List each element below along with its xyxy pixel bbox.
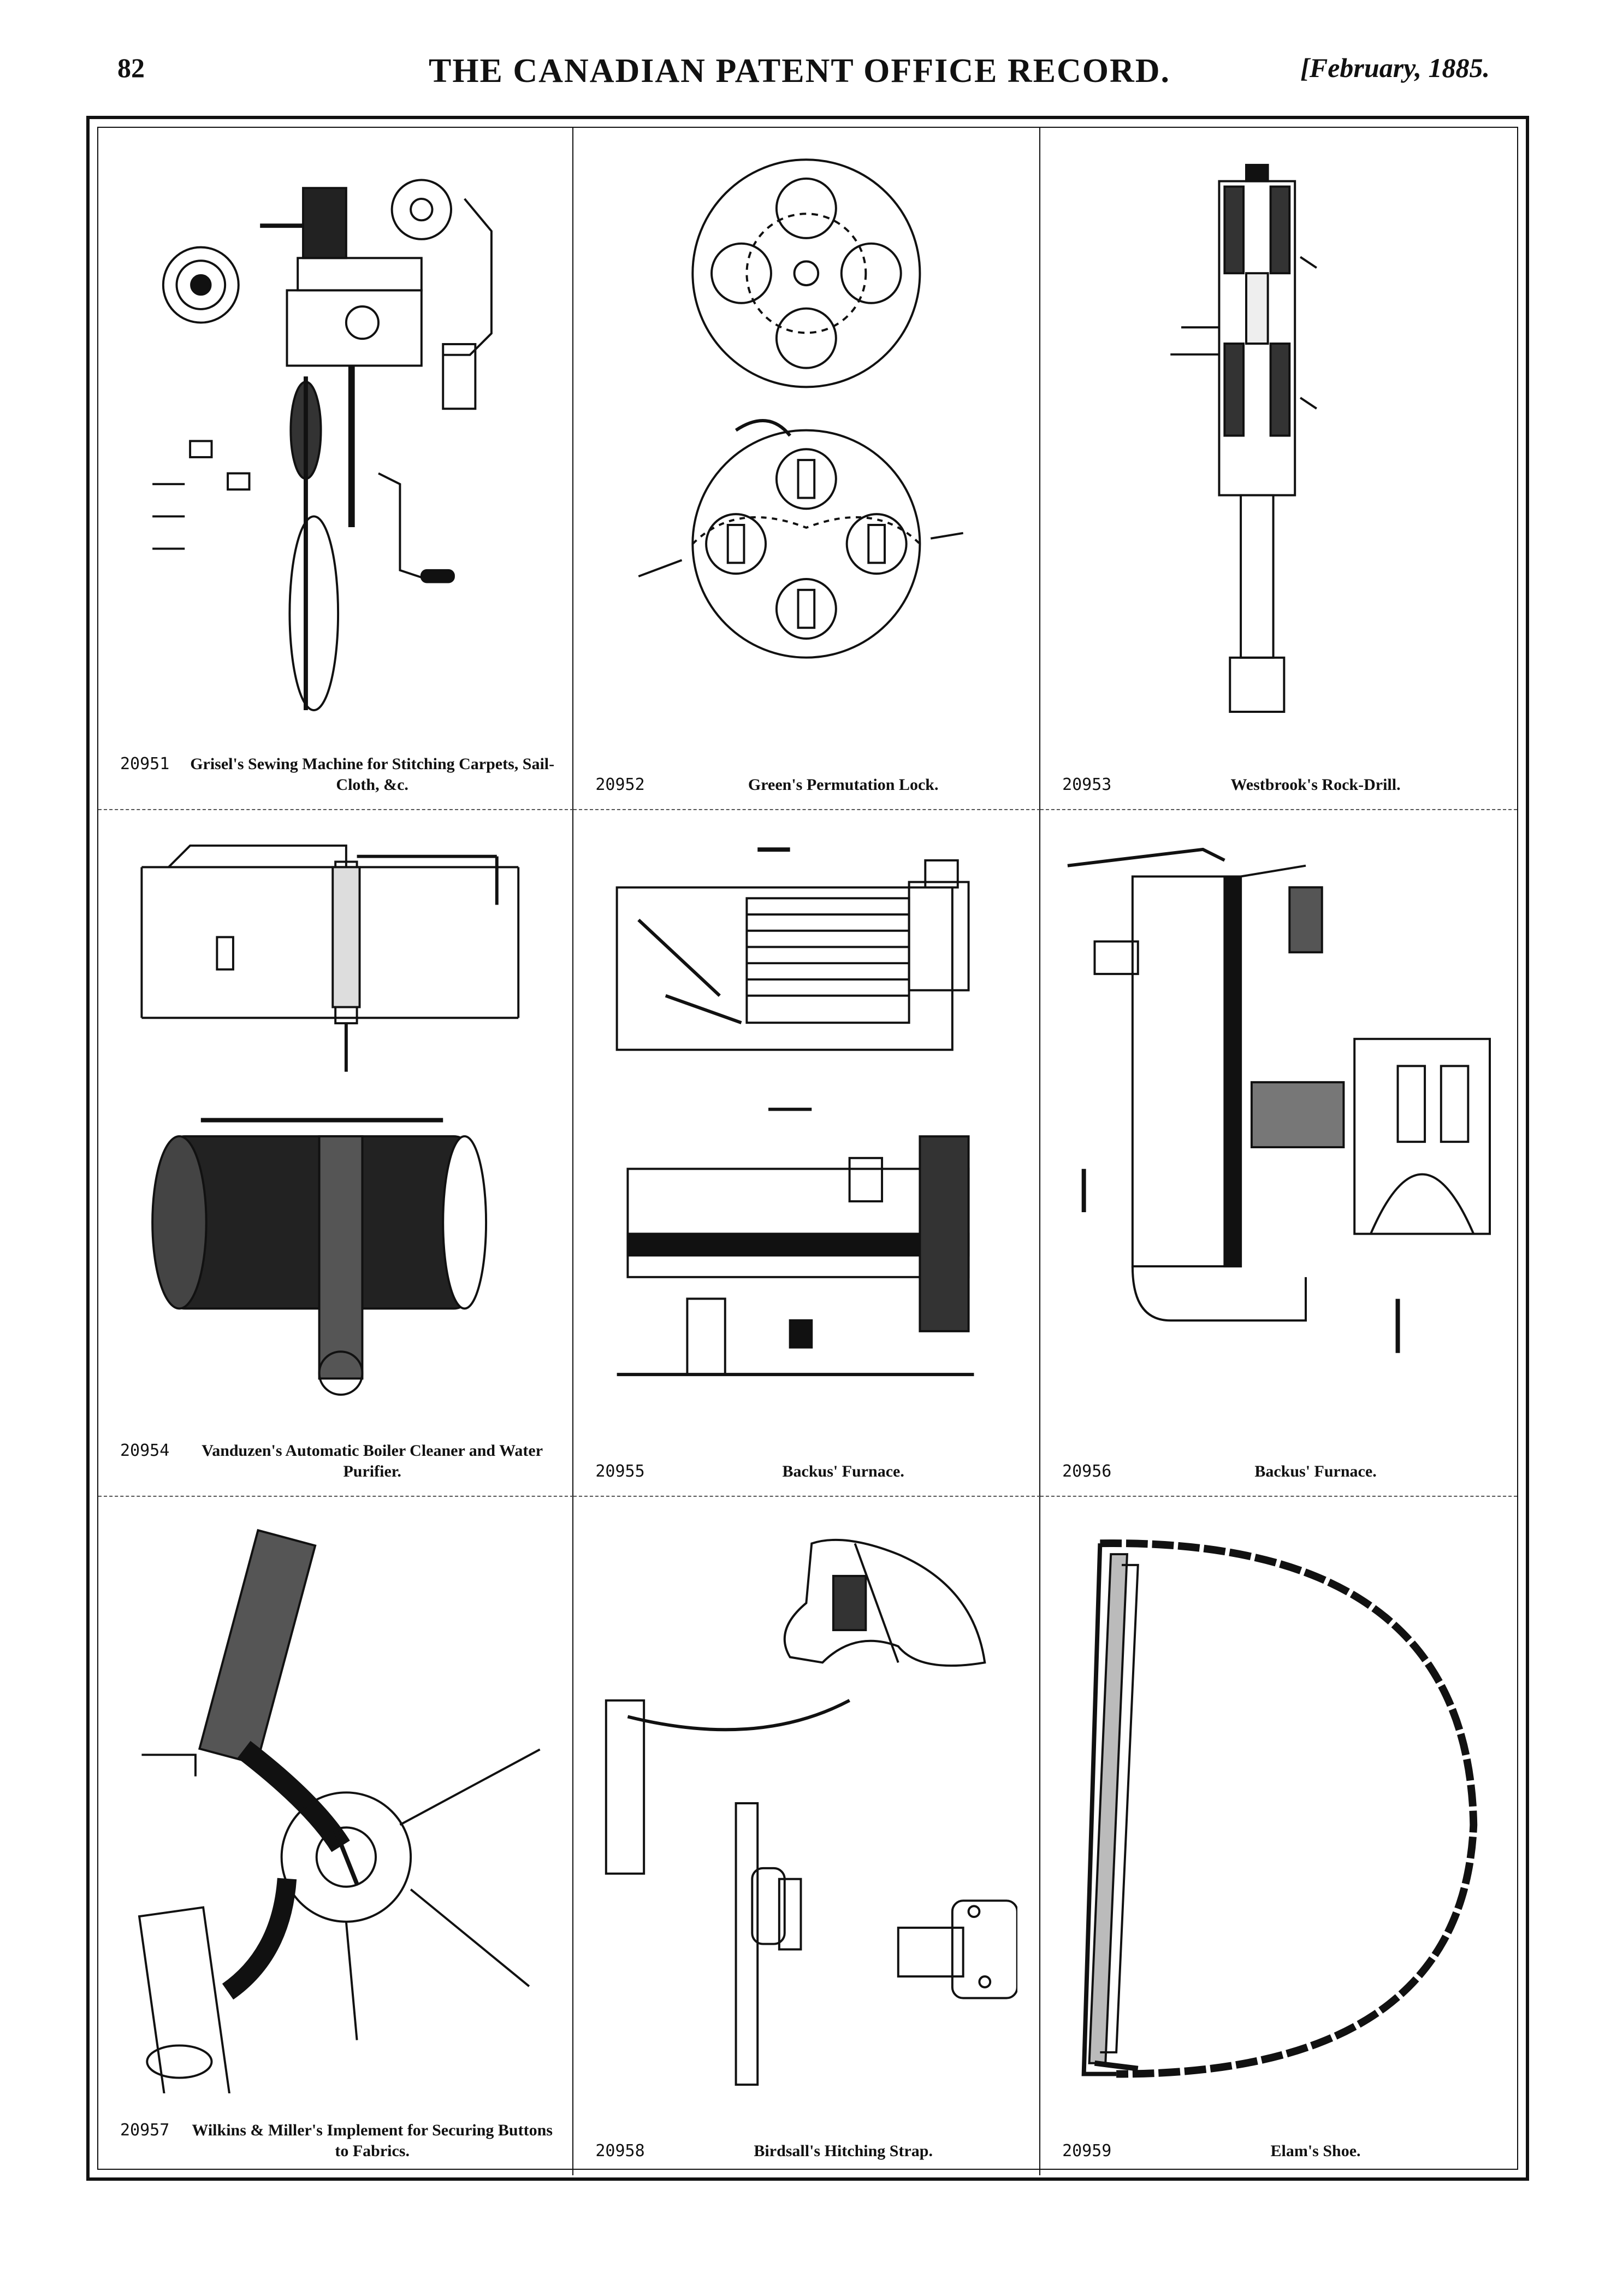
- patent-caption: 20951 Grisel's Sewing Machine for Stitch…: [120, 754, 556, 795]
- patent-title: Green's Permutation Lock.: [748, 776, 939, 794]
- shoe-drawing: [1062, 1513, 1495, 2093]
- patent-caption: 20953 Westbrook's Rock-Drill.: [1062, 775, 1501, 795]
- journal-title: THE CANADIAN PATENT OFFICE RECORD.: [428, 52, 1171, 90]
- patent-title: Elam's Shoe.: [1270, 2142, 1361, 2160]
- patent-caption: 20952 Green's Permutation Lock.: [595, 775, 1023, 795]
- patent-cell-20958: 20958 Birdsall's Hitching Strap.: [573, 1497, 1041, 2175]
- patent-caption: 20955 Backus' Furnace.: [595, 1461, 1023, 1482]
- patent-cell-20953: 20953 Westbrook's Rock-Drill.: [1040, 128, 1517, 810]
- patent-caption: 20957 Wilkins & Miller's Implement for S…: [120, 2120, 556, 2162]
- patent-number: 20959: [1062, 2141, 1112, 2161]
- boiler-cleaner-drawing: [120, 827, 550, 1414]
- patent-cell-20952: 20952 Green's Permutation Lock.: [573, 128, 1041, 810]
- patent-number: 20952: [595, 775, 645, 794]
- page-number: 82: [117, 52, 145, 83]
- sewing-machine-drawing: [120, 144, 550, 727]
- patent-number: 20953: [1062, 775, 1112, 794]
- patent-number: 20951: [120, 754, 170, 774]
- rock-drill-drawing: [1062, 144, 1495, 727]
- patent-grid: 20951 Grisel's Sewing Machine for Stitch…: [98, 128, 1517, 2175]
- patent-title: Wilkins & Miller's Implement for Securin…: [192, 2121, 553, 2160]
- patent-caption: 20956 Backus' Furnace.: [1062, 1461, 1501, 1482]
- furnace-drawing: [595, 827, 1017, 1414]
- patent-title: Westbrook's Rock-Drill.: [1230, 776, 1401, 794]
- patent-number: 20956: [1062, 1462, 1112, 1481]
- hitching-strap-drawing: [595, 1513, 1018, 2093]
- issue-date: [February, 1885.: [1300, 52, 1490, 83]
- patent-number: 20955: [595, 1462, 645, 1481]
- patent-cell-20954: 20954 Vanduzen's Automatic Boiler Cleane…: [98, 810, 574, 1497]
- patent-number: 20958: [595, 2141, 645, 2161]
- patent-caption: 20954 Vanduzen's Automatic Boiler Cleane…: [120, 1441, 556, 1482]
- patent-cell-20957: 20957 Wilkins & Miller's Implement for S…: [98, 1497, 574, 2175]
- patent-number: 20957: [120, 2121, 170, 2140]
- patent-title: Backus' Furnace.: [1254, 1462, 1377, 1480]
- permutation-lock-drawing: [595, 144, 1017, 727]
- patent-title: Grisel's Sewing Machine for Stitching Ca…: [190, 755, 555, 794]
- patent-cell-20956: 20956 Backus' Furnace.: [1040, 810, 1517, 1497]
- patent-cell-20955: 20955 Backus' Furnace.: [573, 810, 1041, 1497]
- patent-cell-20959: 20959 Elam's Shoe.: [1040, 1497, 1517, 2175]
- furnace-section-drawing: [1062, 827, 1495, 1414]
- patent-title: Birdsall's Hitching Strap.: [754, 2142, 933, 2160]
- patent-plate-frame: 20951 Grisel's Sewing Machine for Stitch…: [86, 116, 1529, 2181]
- patent-caption: 20958 Birdsall's Hitching Strap.: [595, 2141, 1023, 2162]
- button-implement-drawing: [120, 1513, 550, 2093]
- patent-title: Backus' Furnace.: [782, 1462, 904, 1480]
- patent-caption: 20959 Elam's Shoe.: [1062, 2141, 1501, 2162]
- patent-cell-20951: 20951 Grisel's Sewing Machine for Stitch…: [98, 128, 574, 810]
- page-header: 82 THE CANADIAN PATENT OFFICE RECORD. [F…: [0, 52, 1599, 101]
- patent-number: 20954: [120, 1441, 170, 1460]
- patent-title: Vanduzen's Automatic Boiler Cleaner and …: [202, 1442, 543, 1480]
